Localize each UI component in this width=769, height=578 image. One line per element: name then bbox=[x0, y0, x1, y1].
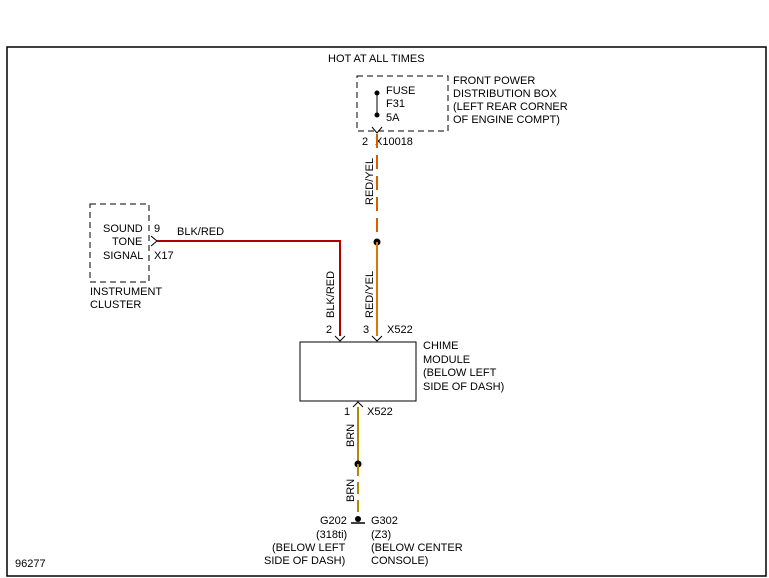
power-source-label: HOT AT ALL TIMES bbox=[328, 53, 425, 65]
chime-module-pin-1-connector bbox=[352, 401, 364, 408]
wire-blk-red bbox=[157, 240, 341, 336]
fuse-box-name-line-4: OF ENGINE COMPT) bbox=[453, 114, 560, 126]
fuse-box-outline bbox=[356, 75, 449, 132]
chime-module-name-line-4: SIDE OF DASH) bbox=[423, 381, 504, 393]
ground-right-line-3: (BELOW CENTER bbox=[371, 542, 463, 554]
chime-module-pin-3: 3 bbox=[363, 324, 369, 336]
instrument-cluster-name-line-1: INSTRUMENT bbox=[90, 286, 162, 298]
instrument-cluster-outline bbox=[89, 203, 150, 283]
wire-blk-red-horizontal-label: BLK/RED bbox=[177, 226, 224, 238]
ground-point bbox=[355, 516, 361, 522]
fuse-box-name-line-1: FRONT POWER bbox=[453, 75, 535, 87]
ground-left-line-4: SIDE OF DASH) bbox=[264, 555, 345, 567]
wire-red-yel-lower-label: RED/YEL bbox=[364, 271, 376, 318]
fuse-label: FUSE bbox=[386, 85, 415, 97]
chime-module-name-line-2: MODULE bbox=[423, 354, 470, 366]
figure-number: 96277 bbox=[15, 558, 46, 570]
diagram-border bbox=[6, 46, 767, 577]
fuse-terminal-top bbox=[374, 90, 380, 96]
fuse-id: F31 bbox=[386, 98, 405, 110]
sound-tone-signal-line-1: SOUND bbox=[103, 223, 143, 235]
ground-right-line-1: G302 bbox=[371, 515, 398, 527]
sound-tone-signal-line-3: SIGNAL bbox=[103, 250, 143, 262]
chime-module-box bbox=[299, 341, 417, 402]
ground-left-line-2: (318ti) bbox=[316, 529, 347, 541]
ground-right-line-4: CONSOLE) bbox=[371, 555, 428, 567]
fuse-box-connector: X10018 bbox=[375, 136, 413, 148]
chime-module-pin-2: 2 bbox=[326, 324, 332, 336]
chime-module-pin-2-connector bbox=[334, 335, 346, 342]
chime-module-top-connector: X522 bbox=[387, 324, 413, 336]
fuse-rating: 5A bbox=[386, 112, 400, 124]
chime-module-pin-1: 1 bbox=[344, 406, 350, 418]
wire-brn-lower-label: BRN bbox=[345, 479, 357, 502]
ground-left-line-3: (BELOW LEFT bbox=[272, 542, 346, 554]
sound-tone-signal-line-2: TONE bbox=[112, 236, 142, 248]
instrument-cluster-pin: 9 bbox=[154, 223, 160, 235]
wire-brn-upper-label: BRN bbox=[345, 424, 357, 447]
fuse-terminal-bottom bbox=[374, 112, 380, 118]
fuse-box-name-line-3: (LEFT REAR CORNER bbox=[453, 101, 568, 113]
wire-blk-red-vertical-label: BLK/RED bbox=[325, 271, 337, 318]
instrument-cluster-name-line-2: CLUSTER bbox=[90, 299, 141, 311]
fuse-box-pin: 2 bbox=[362, 136, 368, 148]
chime-module-pin-3-connector bbox=[371, 335, 383, 342]
ground-left-line-1: G202 bbox=[320, 515, 347, 527]
chime-module-name-line-1: CHIME bbox=[423, 340, 458, 352]
ground-right-line-2: (Z3) bbox=[371, 529, 391, 541]
instrument-cluster-connector: X17 bbox=[154, 250, 174, 262]
wire-red-yel-upper-label: RED/YEL bbox=[364, 158, 376, 205]
fuse-box-name-line-2: DISTRIBUTION BOX bbox=[453, 88, 558, 100]
fuse-box-connector-symbol bbox=[371, 126, 383, 134]
chime-module-name-line-3: (BELOW LEFT bbox=[423, 367, 497, 379]
instrument-cluster-connector-symbol bbox=[150, 235, 158, 247]
chime-module-bottom-connector: X522 bbox=[367, 406, 393, 418]
